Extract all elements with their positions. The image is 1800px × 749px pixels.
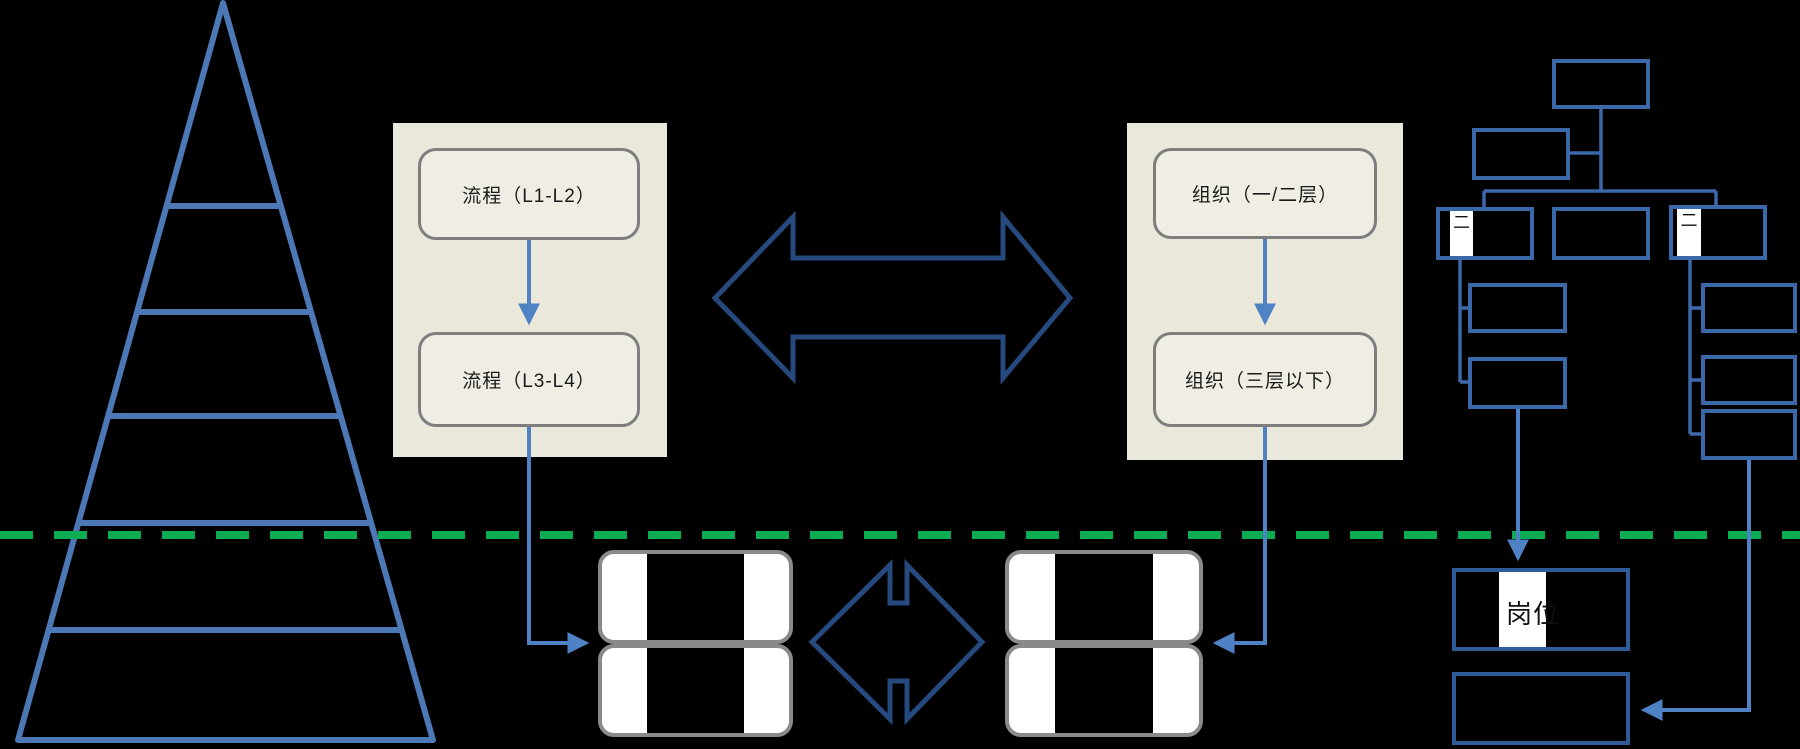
orgchart-sub-right-3-box bbox=[1701, 409, 1797, 460]
process-detail-card-bottom bbox=[598, 644, 793, 737]
card-black-band bbox=[1054, 648, 1154, 733]
org-detail-card-top bbox=[1005, 550, 1203, 644]
orgchart-sub-right-2-box bbox=[1701, 355, 1797, 405]
orgchart-left-stripe: 二 bbox=[1450, 211, 1473, 256]
orgchart-to-detail-arrow bbox=[1640, 460, 1751, 721]
orgchart-sub-left-2-box bbox=[1468, 357, 1567, 409]
org-level-1-2-label: 组织（一/二层） bbox=[1191, 185, 1339, 206]
orgchart-dept-middle-box bbox=[1552, 207, 1650, 260]
position-detail-box bbox=[1452, 672, 1630, 745]
process-l3-l4-label: 流程（L3-L4） bbox=[462, 371, 596, 392]
process-l3-l4-box: 流程（L3-L4） bbox=[418, 332, 640, 427]
detail-double-arrow bbox=[808, 558, 986, 726]
org-level-3-label: 组织（三层以下） bbox=[1184, 371, 1345, 392]
process-detail-card-top bbox=[598, 550, 793, 644]
process-to-card-arrow bbox=[527, 427, 590, 654]
orgchart-right-stripe: 二 bbox=[1677, 209, 1701, 256]
process-l1-l2-box: 流程（L1-L2） bbox=[418, 148, 640, 240]
org-detail-card-bottom bbox=[1005, 644, 1203, 737]
process-l1-l2-label: 流程（L1-L2） bbox=[462, 185, 596, 207]
orgchart-sub-left-1-box bbox=[1468, 283, 1567, 333]
orgchart-left-stripe-text: 二 bbox=[1453, 213, 1470, 232]
card-black-band bbox=[646, 648, 745, 733]
position-box-stripe bbox=[1499, 572, 1546, 647]
pyramid bbox=[15, 0, 436, 743]
orgchart-staff-box bbox=[1472, 128, 1570, 180]
orgchart-sub-right-1-box bbox=[1701, 283, 1797, 333]
orgchart-dept-right-box bbox=[1669, 205, 1767, 260]
process-org-double-arrow bbox=[711, 210, 1074, 385]
card-black-band bbox=[1054, 554, 1154, 640]
orgchart-root-box bbox=[1552, 59, 1650, 109]
position-box: 岗位 bbox=[1452, 568, 1630, 651]
orgchart-dept-left-box bbox=[1436, 207, 1534, 260]
org-level-3-box: 组织（三层以下） bbox=[1153, 332, 1377, 427]
position-label: 岗位 bbox=[1506, 599, 1561, 629]
orgchart-right-stripe-text: 二 bbox=[1680, 211, 1698, 230]
pyramid-outline bbox=[15, 0, 436, 743]
org-level-1-2-box: 组织（一/二层） bbox=[1153, 148, 1377, 239]
card-black-band bbox=[646, 554, 745, 640]
